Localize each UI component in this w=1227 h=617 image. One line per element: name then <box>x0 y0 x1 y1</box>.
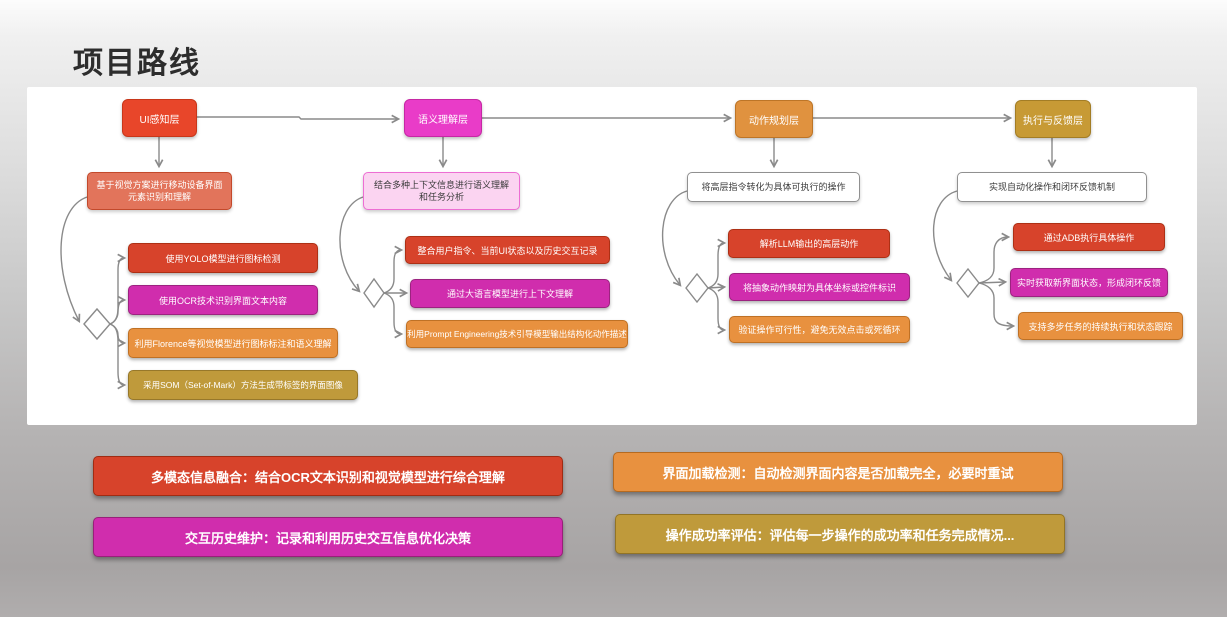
item-yolo-detection: 使用YOLO模型进行图标检测 <box>128 243 318 273</box>
item-multistep-track: 支持多步任务的持续执行和状态跟踪 <box>1018 312 1183 340</box>
card-load-detection: 界面加载检测：自动检测界面内容是否加载完全，必要时重试 <box>613 452 1063 492</box>
item-som-marking: 采用SOM（Set-of-Mark）方法生成带标签的界面图像 <box>128 370 358 400</box>
desc-exec-feedback: 实现自动化操作和闭环反馈机制 <box>957 172 1147 202</box>
card-history-maintain: 交互历史维护：记录和利用历史交互信息优化决策 <box>93 517 563 557</box>
layer-node-ui-perception: UI感知层 <box>122 99 197 137</box>
item-map-coordinates: 将抽象动作映射为具体坐标或控件标识 <box>729 273 910 301</box>
layer-node-exec-feedback: 执行与反馈层 <box>1015 100 1091 138</box>
item-parse-llm-action: 解析LLM输出的高层动作 <box>728 229 890 258</box>
item-merge-context: 整合用户指令、当前UI状态以及历史交互记录 <box>405 236 610 264</box>
item-adb-execute: 通过ADB执行具体操作 <box>1013 223 1165 251</box>
page-title: 项目路线 <box>73 47 201 80</box>
desc-ui-perception: 基于视觉方案进行移动设备界面元素识别和理解 <box>87 172 232 210</box>
item-ocr-text: 使用OCR技术识别界面文本内容 <box>128 285 318 315</box>
item-closed-loop: 实时获取新界面状态，形成闭环反馈 <box>1010 268 1168 297</box>
desc-action-planning: 将高层指令转化为具体可执行的操作 <box>687 172 860 202</box>
layer-node-semantic: 语义理解层 <box>404 99 482 137</box>
layer-node-action-planning: 动作规划层 <box>735 100 813 138</box>
item-prompt-engineering: 利用Prompt Engineering技术引导模型输出结构化动作描述 <box>406 320 628 348</box>
item-llm-context: 通过大语言模型进行上下文理解 <box>410 279 610 308</box>
item-florence-model: 利用Florence等视觉模型进行图标标注和语义理解 <box>128 328 338 358</box>
card-success-evaluation: 操作成功率评估：评估每一步操作的成功率和任务完成情况... <box>615 514 1065 554</box>
card-multimodal-fusion: 多模态信息融合：结合OCR文本识别和视觉模型进行综合理解 <box>93 456 563 496</box>
item-validate-action: 验证操作可行性，避免无效点击或死循环 <box>729 316 910 343</box>
desc-semantic: 结合多种上下文信息进行语义理解和任务分析 <box>363 172 520 210</box>
